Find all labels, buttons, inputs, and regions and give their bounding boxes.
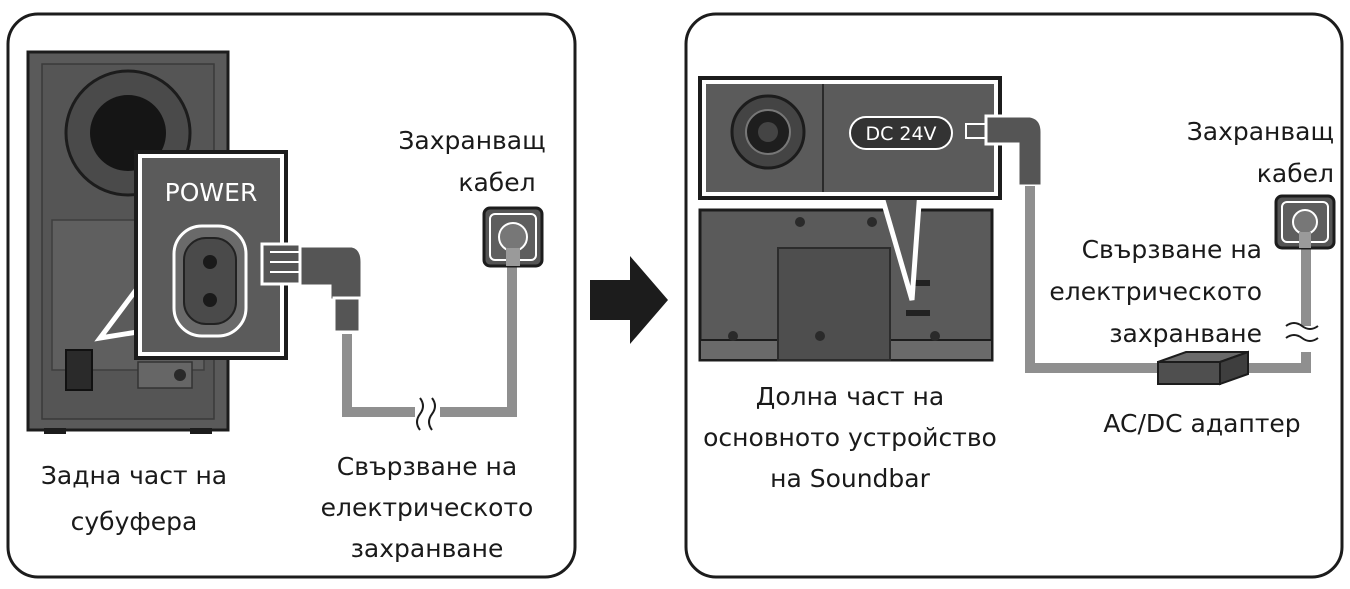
outlet-caption-right-line1: Свързване на xyxy=(1082,235,1262,264)
wall-outlet-icon xyxy=(482,206,544,268)
power-label: POWER xyxy=(165,178,258,207)
outlet-caption-right-line2: електрическото xyxy=(1049,277,1262,306)
wall-outlet-icon-right xyxy=(1274,194,1336,250)
panel-soundbar: DC 24V Захранващ кабел Свързване на елек xyxy=(684,12,1344,579)
soundbar-caption-line2: основното устройство xyxy=(703,423,997,452)
dc-port-callout: DC 24V xyxy=(698,76,1002,301)
panel-subwoofer: POWER Захранващ кабел Задна част на xyxy=(6,12,577,579)
outlet-caption-right-line3: захранване xyxy=(1109,319,1262,348)
power-cable-right xyxy=(440,264,517,417)
soundbar-caption-line1: Долна част на xyxy=(756,382,944,411)
power-cable-left xyxy=(342,334,415,417)
dc-label: DC 24V xyxy=(865,123,936,145)
cable-break-icon-right xyxy=(1285,322,1319,342)
outlet-caption-line3: захранване xyxy=(351,534,504,563)
power-cord-label-line1: Захранващ xyxy=(398,126,545,155)
adapter-icon xyxy=(1157,350,1249,386)
outlet-caption-line1: Свързване на xyxy=(337,452,517,481)
outlet-caption-line2: електрическото xyxy=(321,493,534,522)
soundbar-bottom-illustration xyxy=(698,208,994,362)
dc-cable xyxy=(1025,186,1172,373)
power-cord-label-right-line1: Захранващ xyxy=(1187,117,1334,146)
adapter-label: AC/DC адаптер xyxy=(1103,409,1300,438)
soundbar-caption-line3: на Soundbar xyxy=(770,464,931,493)
subwoofer-caption-line2: субуфера xyxy=(71,507,198,536)
power-plug-icon xyxy=(260,242,364,334)
arrow-right-icon xyxy=(590,256,668,344)
dc-plug-icon xyxy=(965,114,1044,188)
power-cord-label-line2: кабел xyxy=(458,168,535,197)
dc-label-badge xyxy=(849,116,953,150)
ac-cable-lower xyxy=(1240,352,1311,373)
power-cord-label-right-line2: кабел xyxy=(1257,159,1334,188)
subwoofer-caption-line1: Задна част на xyxy=(41,461,227,490)
cable-break-icon xyxy=(416,397,436,431)
